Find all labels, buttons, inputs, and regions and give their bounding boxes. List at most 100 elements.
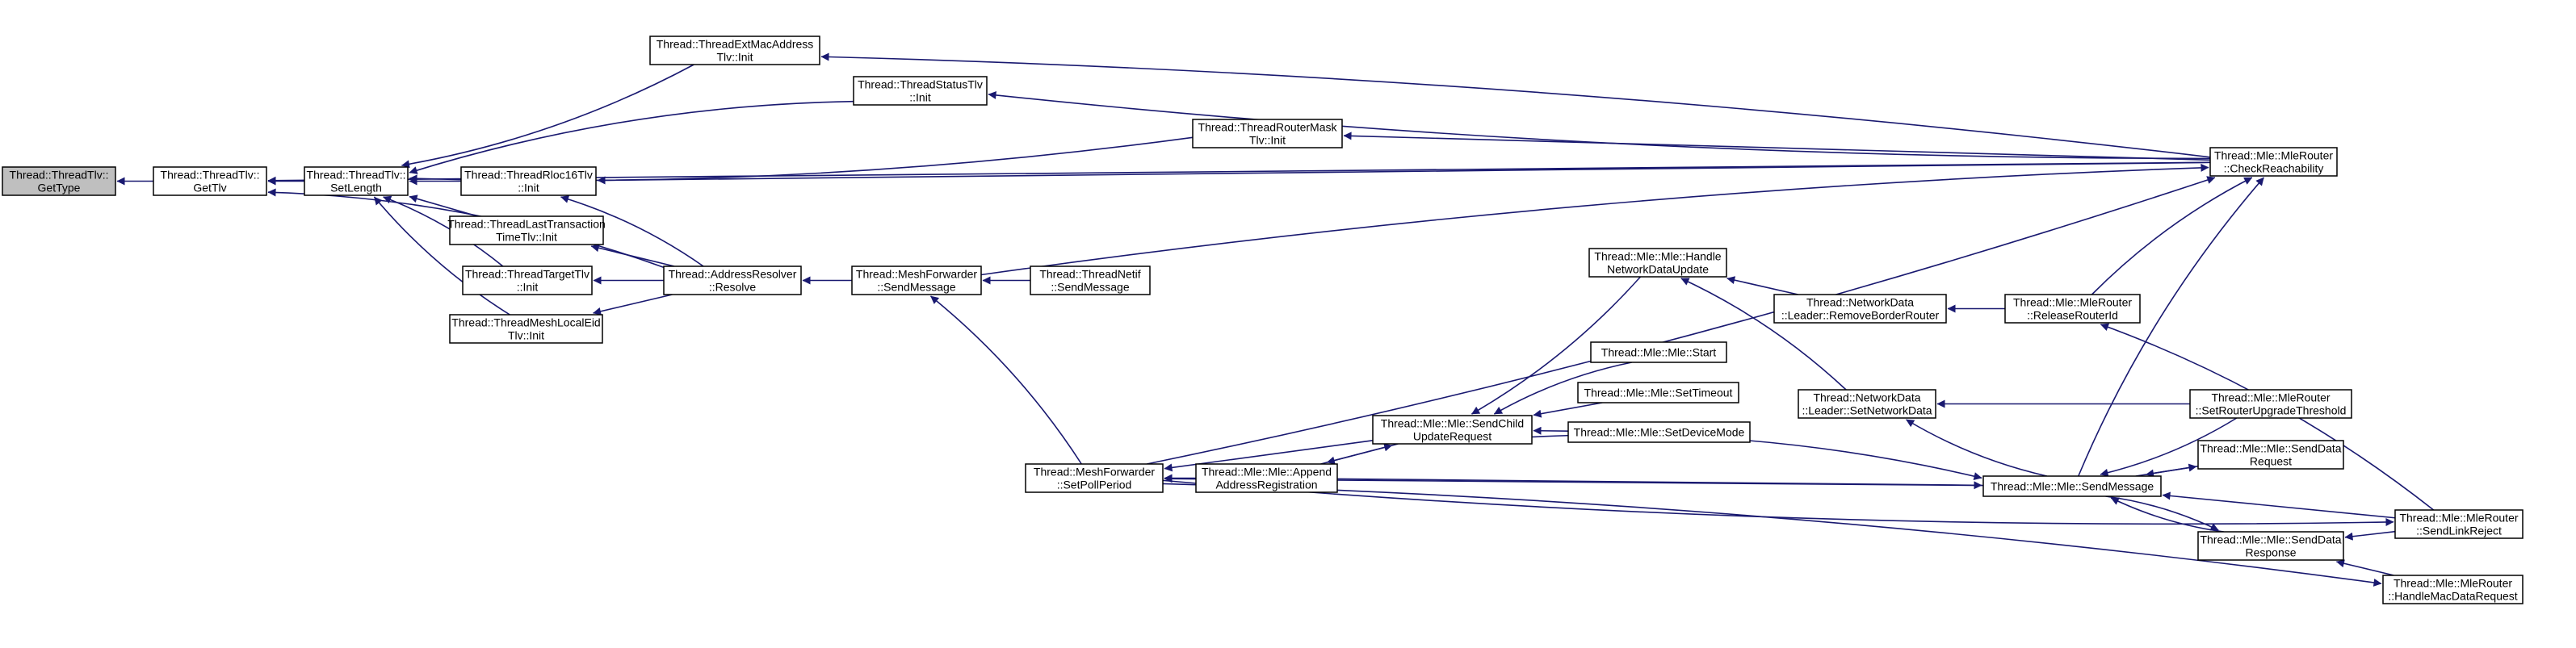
edge-line — [2135, 463, 2197, 477]
node-label-line: Thread::ThreadMeshLocalEid — [451, 316, 600, 329]
nodes-layer: Thread::ThreadTlv::GetTypeThread::Thread… — [2, 36, 2524, 604]
edge-statusInit-to-setLength — [409, 100, 854, 174]
node-label-line: Thread::NetworkData — [1813, 391, 1920, 404]
edge-setTimeout-to-sendChildUpdate — [1533, 402, 1603, 418]
node-label-line: ::Init — [909, 91, 931, 104]
node-label-line: Thread::Mle::Mle::SendData — [2200, 442, 2341, 455]
edge-checkReachability-to-statusInit — [988, 90, 2211, 160]
node-label-line: ::SetRouterUpgradeThreshold — [2196, 404, 2347, 417]
edge-removeBorderRouter-to-handleNetData — [1726, 276, 1798, 295]
node-box — [2189, 389, 2352, 419]
node-label-line: ::SendMessage — [1051, 281, 1129, 294]
node-mleSendMessage[interactable]: Thread::Mle::Mle::SendMessage — [1982, 475, 2162, 497]
edge-sendChildUpdate-to-setPollPeriod — [1164, 440, 1374, 472]
node-setRouterUpgrade[interactable]: Thread::Mle::MleRouter::SetRouterUpgrade… — [2189, 389, 2352, 419]
node-label-line: AddressRegistration — [1215, 479, 1317, 491]
node-netifSendMessage[interactable]: Thread::ThreadNetif::SendMessage — [1030, 265, 1151, 295]
node-setPollPeriod[interactable]: Thread::MeshForwarder::SetPollPeriod — [1025, 463, 1164, 493]
edge-line — [1164, 440, 1374, 472]
node-setLength[interactable]: Thread::ThreadTlv::SetLength — [304, 166, 409, 196]
node-box — [1195, 463, 1338, 493]
node-setDeviceMode[interactable]: Thread::Mle::Mle::SetDeviceMode — [1567, 421, 1751, 443]
node-appendAddrReg[interactable]: Thread::Mle::Mle::AppendAddressRegistrat… — [1195, 463, 1338, 493]
node-sendLinkReject[interactable]: Thread::Mle::MleRouter::SendLinkReject — [2394, 509, 2524, 539]
node-setTimeout[interactable]: Thread::Mle::Mle::SetTimeout — [1577, 382, 1739, 403]
edge-meshLocalEidInit-to-setLength — [373, 196, 510, 316]
node-label-line: Thread::Mle::MleRouter — [2214, 149, 2333, 162]
node-label-line: GetTlv — [193, 182, 226, 194]
node-checkReachability[interactable]: Thread::Mle::MleRouter::CheckReachabilit… — [2209, 147, 2338, 177]
edge-line — [980, 163, 2209, 276]
edge-line — [988, 90, 2211, 160]
edge-setPollPeriod-to-checkReachability — [1147, 176, 2216, 465]
node-label-line: ::Init — [518, 182, 539, 194]
node-handleMacDataReq[interactable]: Thread::Mle::MleRouter::HandleMacDataReq… — [2382, 575, 2524, 604]
node-getTlv[interactable]: Thread::ThreadTlv::GetTlv — [153, 166, 267, 196]
edge-mleSendMessage-to-setNetworkData — [1906, 419, 2048, 477]
edge-line — [1726, 276, 1798, 295]
edges-layer — [116, 52, 2435, 587]
node-releaseRouterId[interactable]: Thread::Mle::MleRouter::ReleaseRouterId — [2004, 294, 2141, 324]
node-getType[interactable]: Thread::ThreadTlv::GetType — [2, 166, 116, 196]
node-lastTxInit[interactable]: Thread::ThreadLastTransactionTimeTlv::In… — [447, 215, 606, 245]
node-label-line: Thread::Mle::Mle::SendMessage — [1991, 480, 2154, 493]
node-box — [2004, 294, 2141, 324]
node-setNetworkData[interactable]: Thread::NetworkData::Leader::SetNetworkD… — [1798, 389, 1936, 419]
node-label-line: Thread::MeshForwarder — [1034, 466, 1156, 479]
node-box — [2197, 531, 2344, 561]
edge-line — [2110, 497, 2224, 533]
edge-line — [373, 196, 510, 316]
node-removeBorderRouter[interactable]: Thread::NetworkData::Leader::RemoveBorde… — [1773, 294, 1947, 324]
edge-line — [1336, 478, 1982, 490]
edge-line — [1147, 176, 2216, 465]
node-box — [1372, 415, 1533, 445]
node-label-line: ::Leader::RemoveBorderRouter — [1781, 309, 1940, 322]
edge-line — [2344, 530, 2396, 541]
node-box — [1590, 341, 1727, 363]
node-label-line: Thread::Mle::MleRouter — [2399, 512, 2518, 525]
node-resolve[interactable]: Thread::AddressResolver::Resolve — [663, 265, 802, 295]
node-targetInit[interactable]: Thread::ThreadTargetTlv::Init — [462, 265, 593, 295]
edge-line — [1471, 276, 1642, 415]
node-meshSendMessage[interactable]: Thread::MeshForwarder::SendMessage — [851, 265, 982, 295]
node-label-line: ::CheckReachability — [2224, 162, 2324, 175]
edge-line — [820, 52, 2211, 158]
node-mleStart[interactable]: Thread::Mle::Mle::Start — [1590, 341, 1727, 363]
node-label-line: Thread::ThreadLastTransaction — [447, 218, 606, 231]
node-statusInit[interactable]: Thread::ThreadStatusTlv::Init — [853, 76, 988, 106]
node-label-line: Thread::Mle::Mle::SendData — [2200, 533, 2341, 546]
edge-releaseRouterId-to-checkReachability — [2091, 177, 2253, 295]
node-label-line: Thread::ThreadExtMacAddress — [657, 38, 814, 51]
node-label-line: Thread::ThreadTlv:: — [10, 169, 109, 182]
node-box — [1025, 463, 1164, 493]
edge-line — [1906, 419, 2048, 477]
node-label-line: ::SendMessage — [877, 281, 955, 294]
edge-mleStart-to-sendChildUpdate — [1493, 362, 1632, 415]
node-rloc16Init[interactable]: Thread::ThreadRloc16Tlv::Init — [460, 166, 597, 196]
edge-line — [409, 100, 854, 174]
node-label-line: TimeTlv::Init — [496, 231, 557, 244]
node-label-line: Thread::NetworkData — [1806, 296, 1914, 309]
edge-setDeviceMode-to-sendChildUpdate — [1533, 426, 1569, 435]
edge-resolve-to-lastTxInit — [590, 244, 675, 267]
edge-line — [930, 295, 1082, 465]
node-label-line: Thread::ThreadTargetTlv — [465, 268, 589, 281]
node-handleNetData[interactable]: Thread::Mle::Mle::HandleNetworkDataUpdat… — [1588, 248, 1727, 278]
node-label-line: Thread::Mle::MleRouter — [2013, 296, 2132, 309]
node-label-line: ::SetPollPeriod — [1057, 479, 1132, 491]
edge-mleSendMessage-to-sendDataResponse — [2105, 495, 2219, 531]
node-label-line: Response — [2245, 546, 2296, 559]
edge-appendAddrReg-to-sendChildUpdate — [1320, 443, 1393, 465]
edge-line — [2105, 495, 2219, 531]
edge-handleMacDataReq-to-sendDataResponse — [2335, 559, 2394, 576]
node-box — [663, 265, 802, 295]
node-label-line: Tlv::Init — [508, 329, 544, 342]
edge-line — [593, 294, 673, 316]
node-box — [304, 166, 409, 196]
